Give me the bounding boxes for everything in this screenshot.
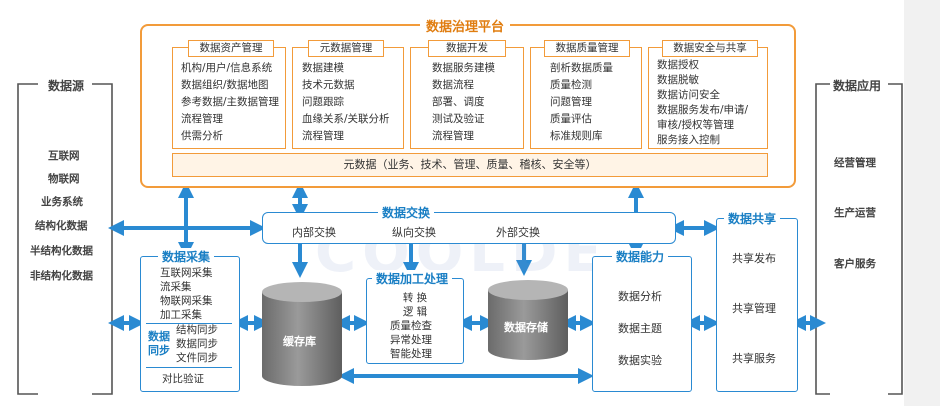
module-item: 参考数据/主数据管理 <box>181 96 280 108</box>
module-metadata-management <box>292 47 404 149</box>
processing-list: 转 换 逻 辑 质量检查 异常处理 智能处理 <box>390 291 432 361</box>
module-item: 数据服务建模 <box>432 62 495 74</box>
capability-item: 数据实验 <box>618 354 662 367</box>
module-item: 服务接入控制 <box>657 134 720 146</box>
module-item: 数据服务发布/申请/ <box>657 104 749 116</box>
exchange-item: 外部交换 <box>496 226 540 239</box>
capability-box <box>592 256 692 392</box>
module-item: 审核/授权等管理 <box>657 119 735 131</box>
module-item: 技术元数据 <box>302 79 355 91</box>
module-title: 数据安全与共享 <box>662 40 758 57</box>
storage-cylinder <box>488 280 568 360</box>
collection-box <box>140 256 240 392</box>
cache-cylinder <box>262 282 342 386</box>
collection-item: 物联网采集 <box>160 295 213 307</box>
module-title: 数据质量管理 <box>544 40 630 57</box>
module-item: 部署、调度 <box>432 96 485 108</box>
sharing-item: 共享服务 <box>732 352 776 365</box>
source-item: 结构化数据 <box>35 220 88 232</box>
sharing-title: 数据共享 <box>724 210 781 227</box>
processing-item: 异常处理 <box>390 334 432 346</box>
source-item: 半结构化数据 <box>30 245 93 257</box>
platform-title: 数据治理平台 <box>420 16 511 35</box>
module-item: 问题管理 <box>550 96 592 108</box>
sync-item: 文件同步 <box>176 352 218 364</box>
module-title: 数据开发 <box>428 40 506 57</box>
capability-title: 数据能力 <box>612 248 669 265</box>
module-data-development <box>410 47 524 149</box>
source-item: 互联网 <box>48 150 80 162</box>
module-item: 供需分析 <box>181 130 223 142</box>
module-item: 流程管理 <box>432 130 474 142</box>
exchange-title: 数据交换 <box>378 204 435 221</box>
processing-title: 数据加工处理 <box>372 270 453 287</box>
processing-item: 质量检查 <box>390 320 432 332</box>
module-item: 测试及验证 <box>432 113 485 125</box>
source-item: 物联网 <box>48 173 80 185</box>
module-item: 血缘关系/关联分析 <box>302 113 390 125</box>
capability-item: 数据主题 <box>618 322 662 335</box>
module-item: 数据授权 <box>657 59 699 71</box>
sharing-item: 共享发布 <box>732 252 776 265</box>
module-item: 数据组织/数据地图 <box>181 79 269 91</box>
collection-item: 加工采集 <box>160 309 202 321</box>
processing-box <box>366 278 464 364</box>
divider <box>146 323 232 324</box>
module-item: 流程管理 <box>181 113 223 125</box>
module-item: 问题跟踪 <box>302 96 344 108</box>
module-title: 数据资产管理 <box>188 40 274 57</box>
source-item: 业务系统 <box>41 196 83 208</box>
module-title: 元数据管理 <box>308 40 384 57</box>
sources-title: 数据源 <box>45 77 88 94</box>
sharing-box <box>716 218 798 392</box>
metadata-bar: 元数据（业务、技术、管理、质量、稽核、安全等） <box>172 153 768 177</box>
source-item: 非结构化数据 <box>30 270 93 282</box>
exchange-box <box>262 212 676 244</box>
module-item: 质量评估 <box>550 113 592 125</box>
collection-title: 数据采集 <box>158 248 215 265</box>
module-item: 数据流程 <box>432 79 474 91</box>
module-item: 质量检测 <box>550 79 592 91</box>
processing-item: 智能处理 <box>390 348 432 360</box>
module-asset-management <box>172 47 286 149</box>
exchange-item: 纵向交换 <box>392 226 436 239</box>
cache-label: 缓存库 <box>283 335 316 348</box>
module-item: 机构/用户/信息系统 <box>181 62 273 74</box>
divider <box>146 367 232 368</box>
sync-list: 结构同步 数据同步 文件同步 <box>176 323 218 365</box>
processing-item: 转 换 <box>402 292 428 304</box>
sync-item: 数据同步 <box>176 338 218 350</box>
capability-item: 数据分析 <box>618 290 662 303</box>
applications-title: 数据应用 <box>830 77 885 94</box>
module-quality-management <box>530 47 642 149</box>
exchange-item: 内部交换 <box>292 226 336 239</box>
sources-bracket <box>17 83 38 395</box>
storage-label: 数据存储 <box>504 321 548 334</box>
module-item: 标准规则库 <box>550 130 603 142</box>
collection-item: 互联网采集 <box>160 267 213 279</box>
module-item: 数据建模 <box>302 62 344 74</box>
sync-label: 数据 同步 <box>148 330 170 357</box>
module-item: 剖析数据质量 <box>550 62 613 74</box>
collection-item: 流采集 <box>160 281 192 293</box>
application-item: 客户服务 <box>834 258 876 270</box>
sharing-item: 共享管理 <box>732 302 776 315</box>
application-item: 生产运营 <box>834 207 876 219</box>
module-item: 数据脱敏 <box>657 74 699 86</box>
collection-list: 互联网采集 流采集 物联网采集 加工采集 <box>160 266 213 322</box>
compare-label: 对比验证 <box>162 373 204 385</box>
sync-item: 结构同步 <box>176 324 218 336</box>
module-item: 数据访问安全 <box>657 89 720 101</box>
application-item: 经营管理 <box>834 157 876 169</box>
processing-item: 逻 辑 <box>402 306 428 318</box>
applications-bracket <box>815 83 830 395</box>
module-item: 流程管理 <box>302 130 344 142</box>
